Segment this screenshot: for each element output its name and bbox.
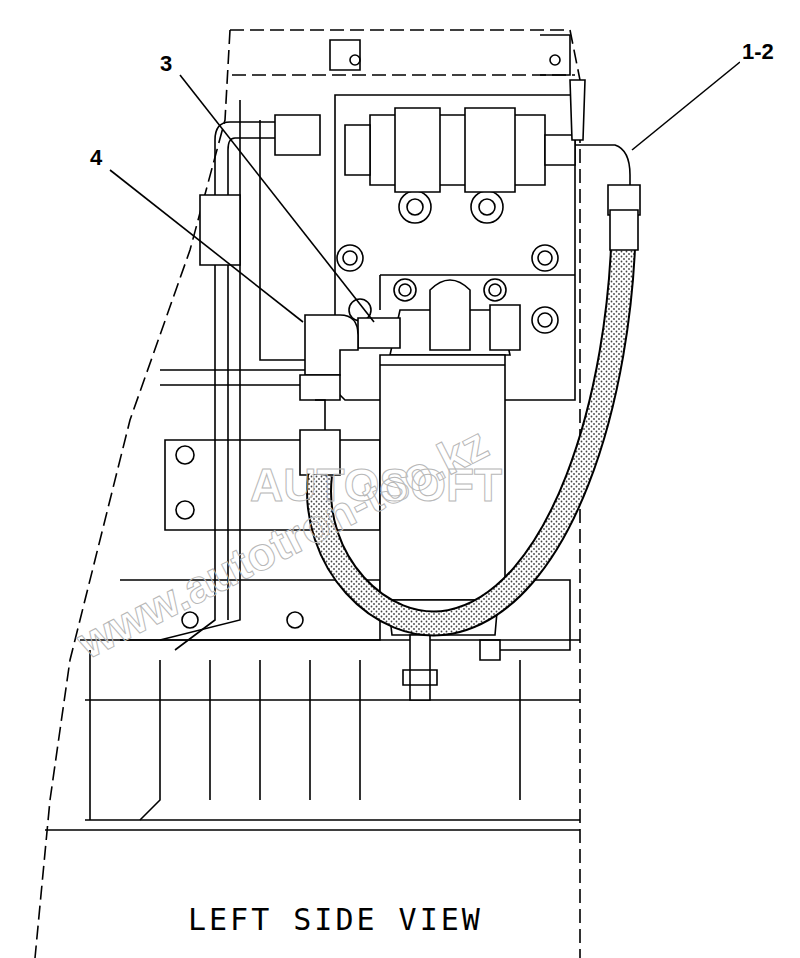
callout-number: 3 xyxy=(158,52,174,76)
watermark: AUTOSOFT xyxy=(250,462,502,508)
callout-number: 4 xyxy=(88,146,104,170)
callout-number: 1-2 xyxy=(740,40,776,64)
view-caption: LEFT SIDE VIEW xyxy=(188,905,483,935)
